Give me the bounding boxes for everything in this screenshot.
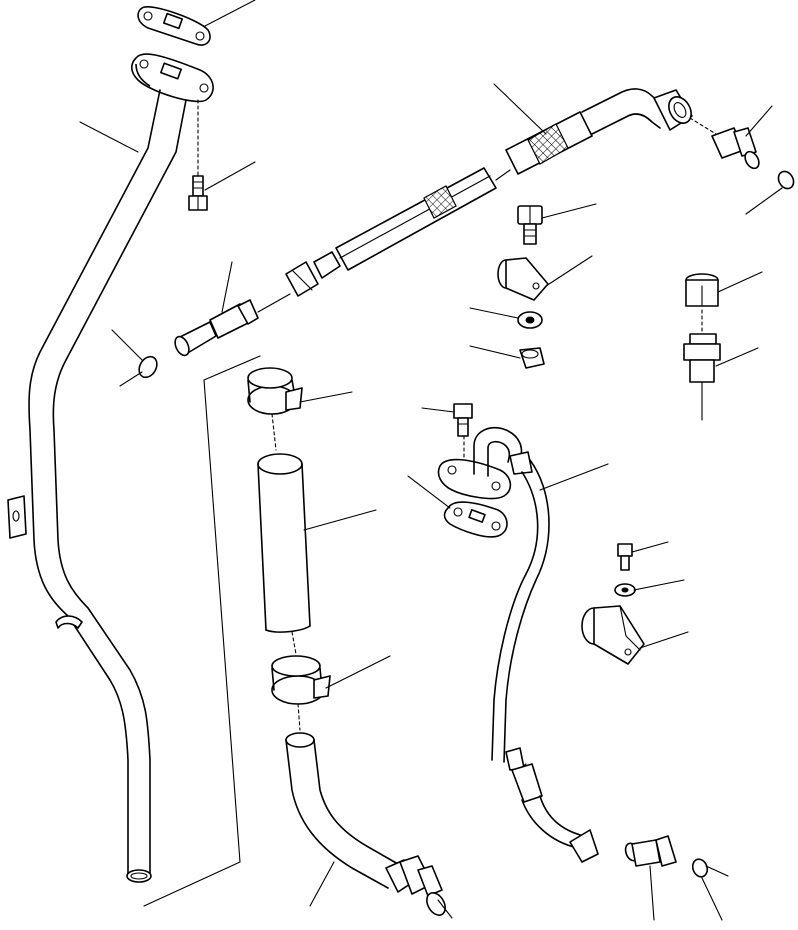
connector-right [683, 309, 759, 421]
clip-center [497, 255, 593, 301]
bracket-line-top [203, 355, 261, 381]
o-ring-left [111, 329, 158, 387]
washer-center [469, 307, 543, 329]
gasket-top [137, 0, 256, 46]
oil-tube-left [7, 89, 187, 883]
bracket-line-left [203, 379, 241, 863]
elbow-connector-left [174, 261, 259, 357]
connector-upper-right [689, 105, 773, 170]
bolt-center [517, 203, 597, 245]
swivel-nut-upper-right [653, 89, 693, 131]
o-ring-upper-right [745, 170, 795, 215]
washer-small-right [614, 579, 685, 597]
bolt-small-right [617, 541, 669, 571]
flange-gasket-center [407, 475, 508, 538]
tube-center [437, 426, 609, 863]
o-ring-bottom [691, 858, 729, 921]
bracket-line-bottom [143, 861, 241, 907]
cap-plug-right [685, 271, 763, 307]
bolt-left [188, 99, 256, 211]
bolt-flange [421, 403, 473, 461]
hose-clamp-upper [247, 367, 353, 415]
guide-line-1 [271, 413, 277, 451]
elbow-tube-lower [285, 732, 453, 919]
hose-clamp-lower [271, 655, 391, 705]
guide-line-2 [291, 631, 297, 655]
nut-center [469, 345, 545, 369]
clip-right [581, 605, 689, 665]
connector-bottom [624, 835, 677, 921]
rubber-hose [257, 453, 377, 633]
guide-line-3 [297, 703, 301, 731]
flange-gasket [130, 53, 214, 103]
hose-assembly-upper [257, 83, 663, 313]
